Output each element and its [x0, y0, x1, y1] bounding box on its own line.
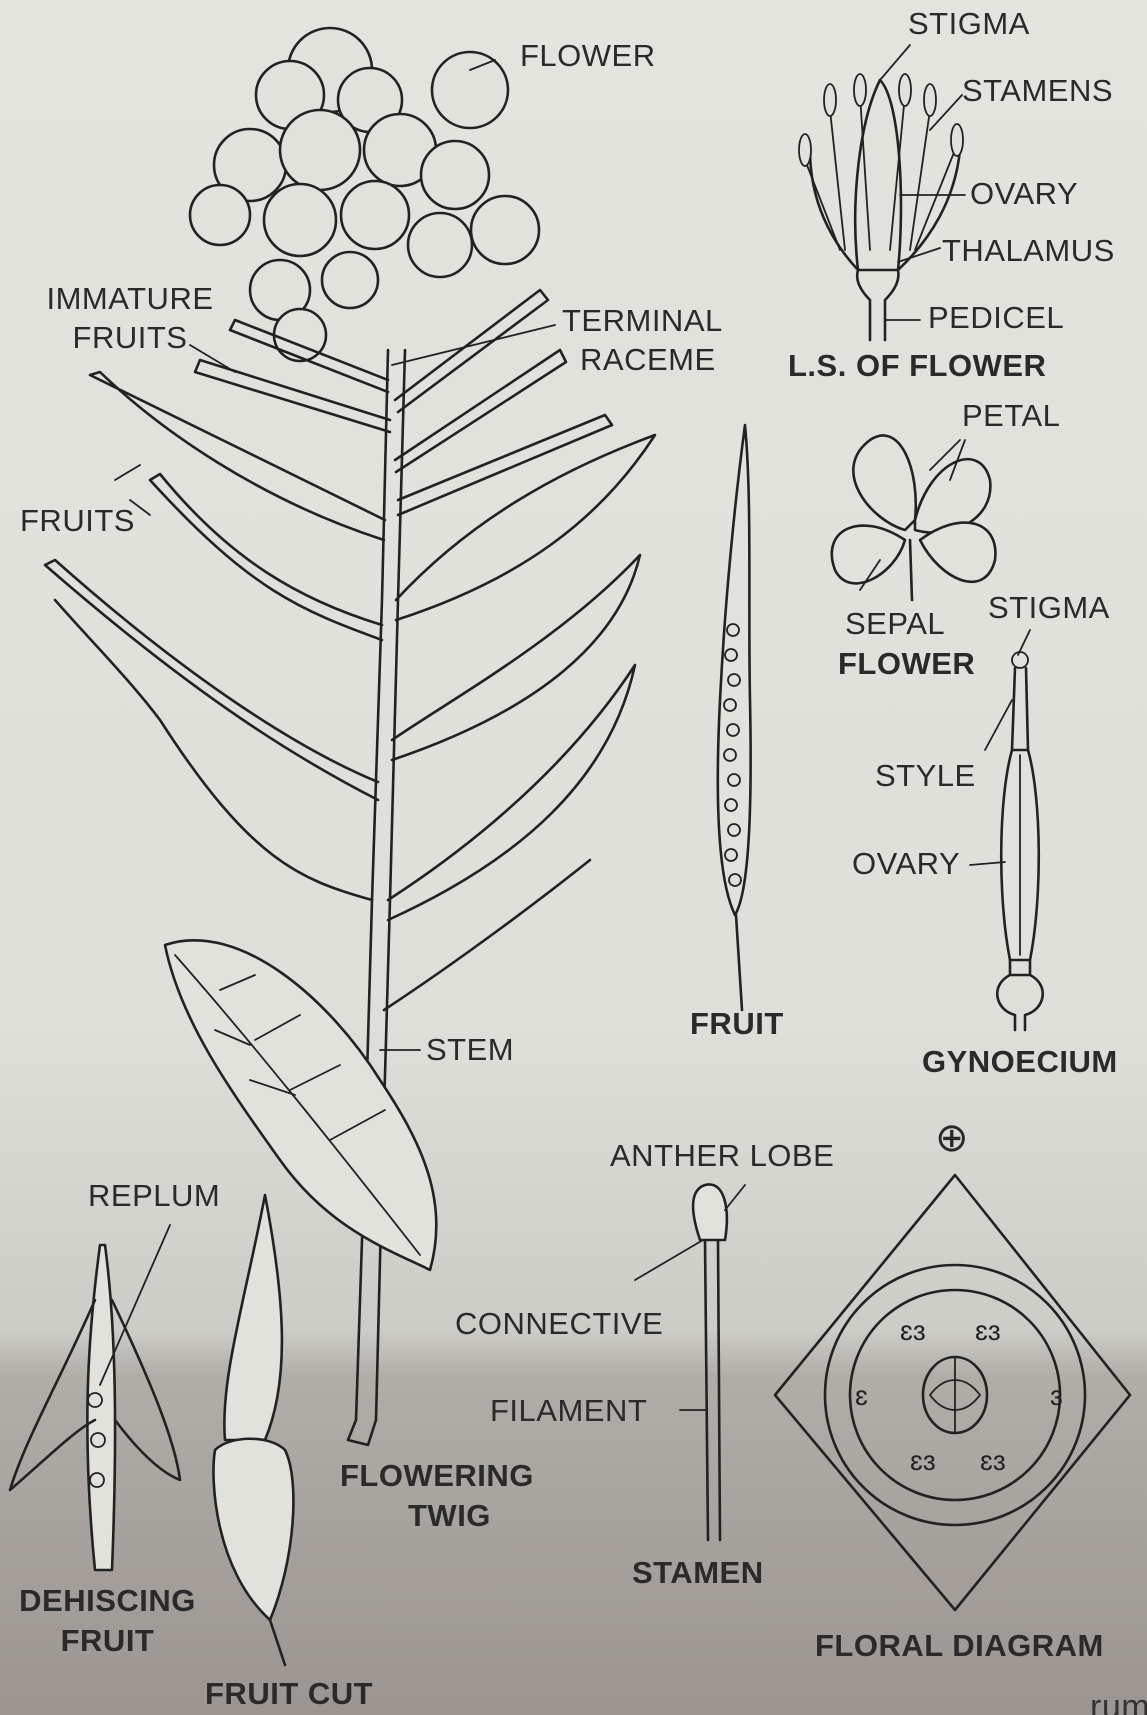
label-fruits: FRUITS [20, 505, 135, 536]
svg-text:ɛɜ: ɛɜ [975, 1315, 1001, 1346]
label-flowering-twig-line1: FLOWERING [340, 1460, 534, 1491]
dehiscing-fruit-drawing [10, 1225, 180, 1570]
label-filament: FILAMENT [490, 1395, 647, 1426]
label-flowering-twig-line2: TWIG [408, 1500, 491, 1531]
label-terminal-raceme-line1: TERMINAL [562, 305, 723, 336]
label-anther-lobe: ANTHER LOBE [610, 1140, 834, 1171]
label-style: STYLE [875, 760, 976, 791]
svg-text:ɛɜ: ɛɜ [900, 1315, 926, 1346]
label-petal: PETAL [962, 400, 1060, 431]
gynoecium-drawing [970, 630, 1043, 1030]
label-fruit-cut: FRUIT CUT [205, 1678, 373, 1709]
label-fruit: FRUIT [690, 1008, 784, 1039]
label-immature-fruits-line1: IMMATURE [30, 283, 230, 314]
label-ls-stamens: STAMENS [962, 75, 1113, 106]
stamen-drawing [635, 1184, 745, 1540]
flowering-twig-drawing [45, 28, 655, 1445]
label-floral-diagram: FLORAL DIAGRAM [815, 1630, 1104, 1661]
label-immature-fruits-line2: FRUITS [30, 322, 230, 353]
label-sepal: SEPAL [845, 608, 945, 639]
fruit-cut-drawing [214, 1195, 294, 1665]
fruit-drawing [718, 425, 751, 1010]
label-gynoecium-ovary: OVARY [852, 848, 960, 879]
label-flower-caption: FLOWER [838, 648, 975, 679]
label-gynoecium: GYNOECIUM [922, 1046, 1118, 1077]
label-gynoecium-stigma: STIGMA [988, 592, 1110, 623]
flower-drawing [832, 435, 996, 600]
label-ls-of-flower: L.S. OF FLOWER [788, 350, 1046, 381]
label-dehiscing-fruit-line1: DEHISCING [5, 1585, 210, 1616]
label-dehiscing-fruit-line2: FRUIT [5, 1625, 210, 1656]
label-ls-stigma: STIGMA [908, 8, 1030, 39]
label-ls-ovary: OVARY [970, 178, 1078, 209]
label-ls-thalamus: THALAMUS [942, 235, 1115, 266]
svg-text:ɛɜ: ɛɜ [910, 1445, 936, 1476]
label-stem: STEM [426, 1034, 514, 1065]
ls-flower-drawing [799, 45, 965, 340]
svg-text:ɜ: ɜ [1050, 1380, 1063, 1411]
label-ls-pedicel: PEDICEL [928, 302, 1064, 333]
flower-cluster [190, 28, 539, 361]
label-flower: FLOWER [520, 40, 656, 71]
svg-text:ɛ: ɛ [855, 1380, 868, 1411]
actinomorphic-symbol: ⊕ [935, 1118, 969, 1158]
label-connective: CONNECTIVE [455, 1308, 663, 1339]
page-text-fragment: rumo [1090, 1690, 1147, 1715]
label-terminal-raceme-line2: RACEME [580, 344, 716, 375]
svg-text:ɛɜ: ɛɜ [980, 1445, 1006, 1476]
floral-diagram-drawing: ɛɜ ɛɜ ɛ ɜ ɛɜ ɛɜ [775, 1175, 1130, 1610]
label-stamen: STAMEN [632, 1557, 764, 1588]
label-replum: REPLUM [88, 1180, 220, 1211]
